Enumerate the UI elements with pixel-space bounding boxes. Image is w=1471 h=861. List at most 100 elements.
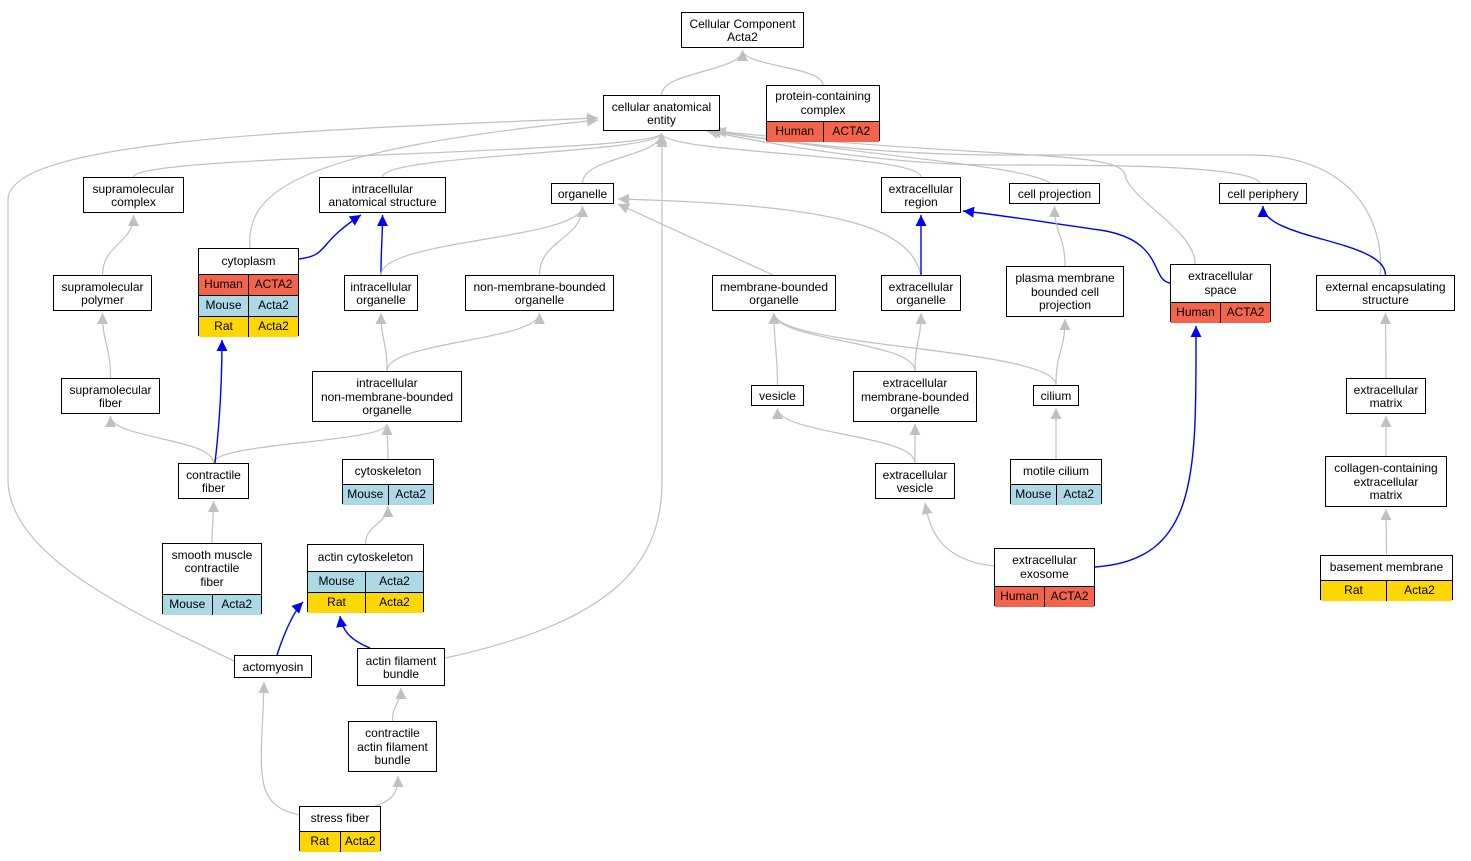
node-label: actin cytoskeleton [317,550,414,565]
edge-ecvesicle-to-vesicle [772,407,916,464]
node-ecmbo[interactable]: extracellular membrane-bounded organelle [853,371,977,422]
node-extencap[interactable]: external encapsulating structure [1316,275,1455,311]
node-mbo[interactable]: membrane-bounded organelle [712,275,836,311]
gene-cell: Acta2 [211,595,262,615]
gene-cell: Acta2 [339,832,381,852]
node-smf[interactable]: supramolecular fiber [61,378,160,414]
node-actomyosin[interactable]: actomyosin [234,655,312,678]
node-cellper[interactable]: cell periphery [1219,183,1307,204]
gene-cell: ACTA2 [1220,303,1270,323]
edge-intorg-to-organelle [380,205,588,276]
edge-pcc-to-root [737,49,824,86]
node-smp[interactable]: supramolecular polymer [53,275,152,311]
species-cell: Mouse [1015,487,1052,502]
node-label: extracellular exosome [1012,553,1077,581]
node-root[interactable]: Cellular Component Acta2 [681,12,804,48]
annotation-row: Rat Acta2 [199,316,298,337]
node-inmbo[interactable]: intracellular non-membrane-bounded organ… [312,371,462,422]
node-label: contractile actin filament bundle [357,726,428,768]
species-cell: Human [1000,589,1039,604]
edge-ecspace-to-cae [714,126,1196,265]
edge-ecmbo-to-ecorg [914,312,927,372]
node-vesicle[interactable]: vesicle [751,385,804,406]
gene-cell: Acta2 [365,572,423,592]
node-afb[interactable]: actin filament bundle [357,648,445,686]
node-label: smooth muscle contractile fiber [171,547,253,589]
node-cafb[interactable]: contractile actin filament bundle [348,721,437,772]
node-ecm[interactable]: extracellular matrix [1346,378,1426,414]
edge-exosome-to-ecvesicle [921,502,995,567]
node-label: cytoskeleton [354,464,422,479]
node-label: vesicle [759,388,796,403]
species-cell: Mouse [205,298,242,313]
node-organelle[interactable]: organelle [551,183,614,204]
node-pmbcp[interactable]: plasma membrane bounded cell projection [1006,266,1124,317]
gene-cell: Acta2 [1386,581,1452,601]
node-intorg[interactable]: intracellular organelle [344,275,418,311]
gene-cell: ACTA2 [248,275,298,295]
species-cell: Human [1176,305,1215,320]
annotation-row: Rat Acta2 [300,831,380,852]
edge-smp-to-smc [101,214,139,276]
node-label: extracellular vesicle [882,467,948,495]
edge-cellproj-to-cae [709,127,1051,184]
node-ecvesicle[interactable]: extracellular vesicle [875,463,955,499]
node-label: extracellular membrane-bounded organelle [860,376,970,418]
node-cellproj[interactable]: cell projection [1009,183,1100,204]
species-cell: Mouse [318,574,355,589]
species-cell: Rat [310,834,330,849]
node-label: intracellular organelle [350,279,412,307]
gene-cell: ACTA2 [822,122,880,142]
node-label: intracellular anatomical structure [328,181,437,209]
node-ias[interactable]: intracellular anatomical structure [319,177,446,213]
species-cell: Rat [1344,583,1363,598]
node-label: actomyosin [242,659,304,674]
node-label: supramolecular polymer [61,279,144,307]
node-label: basement membrane [1329,560,1444,575]
node-label: contractile fiber [186,467,241,495]
node-cae[interactable]: cellular anatomical entity [603,95,720,131]
edge-stressfiber-to-cafb [374,775,404,807]
edge-mbo-to-organelle [617,203,774,276]
node-cfiber[interactable]: contractile fiber [178,463,249,499]
node-nmbo[interactable]: non-membrane-bounded organelle [465,275,614,311]
annotation-row: Rat Acta2 [1321,580,1452,601]
gene-cell: Acta2 [248,317,298,337]
node-ecorg[interactable]: extracellular organelle [881,275,961,311]
edge-extencap-to-cellper [1257,205,1387,276]
edge-intorg-to-ias [376,214,388,276]
node-ecr[interactable]: extracellular region [881,177,961,213]
node-label: protein-containing complex [775,89,871,117]
node-smc[interactable]: supramolecular complex [83,177,184,213]
edge-exosome-to-ecspace [1094,325,1202,568]
annotation-row: Mouse Acta2 [308,571,423,592]
node-cilium[interactable]: cilium [1033,385,1079,406]
edge-inmbo-to-nmbo [386,312,545,372]
edge-cilium-to-mbo [768,312,1057,386]
node-label: organelle [557,186,608,201]
species-cell: Mouse [169,597,206,612]
edge-ecm-to-extencap [1380,312,1392,379]
node-label: extracellular region [888,181,954,209]
node-ccecm[interactable]: collagen-containing extracellular matrix [1325,456,1447,507]
edge-cytoplasm-to-ias [298,214,362,260]
species-cell: Rat [214,319,233,334]
node-label: extracellular organelle [888,279,954,307]
node-label: cytoplasm [221,253,276,268]
node-label: supramolecular complex [92,181,175,209]
node-label: intracellular non-membrane-bounded organ… [320,376,454,418]
